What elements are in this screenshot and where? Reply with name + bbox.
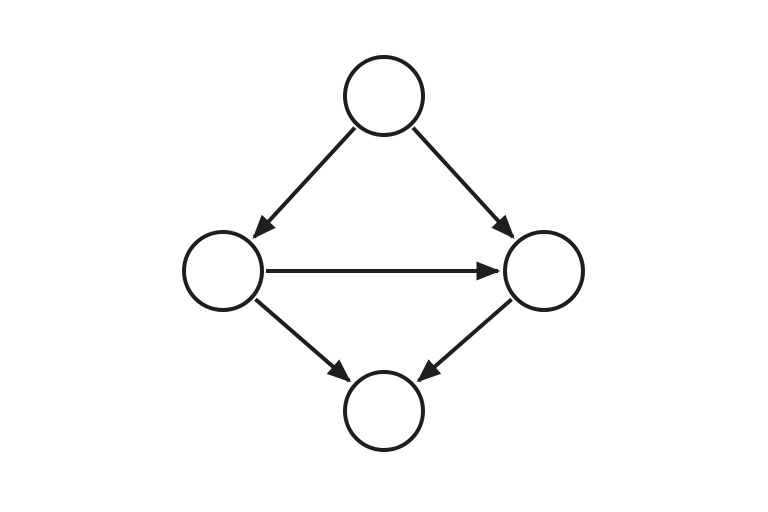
node-right: [503, 230, 585, 312]
nodes: [182, 55, 585, 452]
edge-left-to-bottom: [254, 297, 352, 383]
node-top: [343, 55, 425, 137]
edge-top-to-right: [411, 126, 515, 239]
edges: [252, 126, 515, 383]
edge-right-to-bottom: [416, 297, 513, 383]
node-left: [182, 230, 264, 312]
edge-top-to-left: [252, 126, 357, 239]
node-bottom: [343, 370, 425, 452]
